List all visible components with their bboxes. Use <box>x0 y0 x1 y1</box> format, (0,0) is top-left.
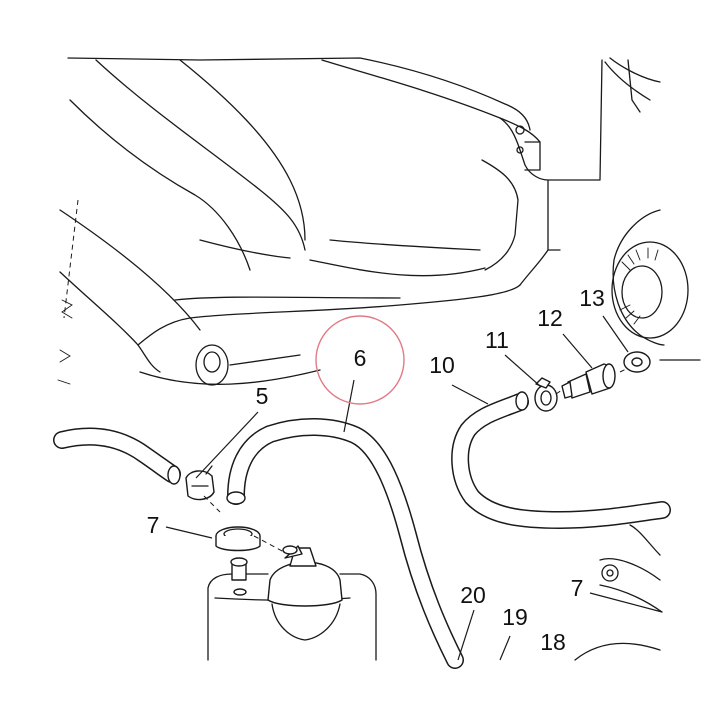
clamp-7 <box>215 526 261 552</box>
callout-6: 6 <box>354 345 367 371</box>
canister <box>207 545 377 661</box>
callout-7-right: 7 <box>571 575 584 601</box>
hose-5 <box>53 427 181 485</box>
callout-11: 11 <box>485 327 509 353</box>
hose-6 <box>226 418 464 669</box>
right-component <box>611 209 701 361</box>
tank-body <box>59 57 661 386</box>
callout-labels: 5 6 7 7 10 11 12 13 18 19 20 <box>147 285 605 655</box>
callout-19: 19 <box>502 604 528 630</box>
hose-10 <box>451 391 671 529</box>
clamp-5 <box>185 465 215 501</box>
leader-lines <box>165 315 663 661</box>
callout-12: 12 <box>537 305 563 331</box>
joint-12 <box>561 363 616 399</box>
washer-13 <box>623 351 651 373</box>
hose-lower-right <box>574 524 663 661</box>
highlight-circle <box>315 315 405 405</box>
callout-7-left: 7 <box>147 512 160 538</box>
left-linkage <box>57 199 79 385</box>
clamp-11 <box>534 377 558 412</box>
assembly-lines <box>203 367 629 553</box>
callout-13: 13 <box>579 285 605 311</box>
callout-20: 20 <box>460 582 486 608</box>
callout-18: 18 <box>540 629 566 655</box>
callout-5: 5 <box>256 383 269 409</box>
callout-10: 10 <box>429 352 455 378</box>
